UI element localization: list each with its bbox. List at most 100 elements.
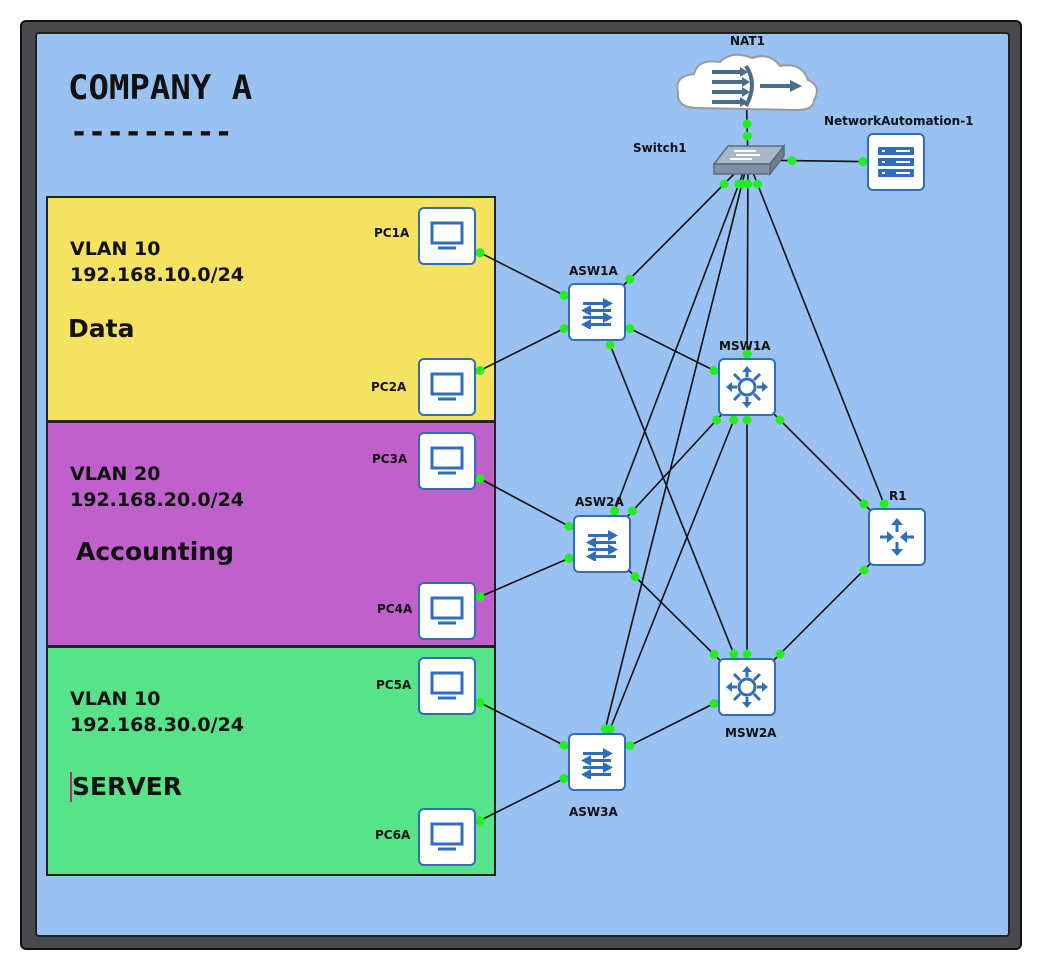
link-status-dot xyxy=(742,415,752,425)
pc2a-node[interactable] xyxy=(418,358,476,416)
pc1a-node[interactable] xyxy=(418,207,476,265)
link-status-dot xyxy=(742,349,752,359)
link-status-dot xyxy=(775,649,785,659)
vlan-subnet: 192.168.30.0/24 xyxy=(70,714,245,736)
computer-icon xyxy=(430,671,464,700)
link-status-dot xyxy=(858,157,868,167)
text-cursor xyxy=(70,772,72,802)
link-status-dot xyxy=(742,649,752,659)
link-status-dot xyxy=(559,290,569,300)
asw2a-node[interactable] xyxy=(573,515,631,573)
ethernet-switch-icon xyxy=(712,143,786,177)
pc3a-label: PC3A xyxy=(372,452,408,466)
vlan-name: Data xyxy=(68,314,135,343)
link-asw1a-msw2a[interactable] xyxy=(596,311,748,688)
link-status-dot xyxy=(742,119,752,129)
link-status-dot xyxy=(559,740,569,750)
link-asw3a-msw1a[interactable] xyxy=(596,386,748,763)
network-automation-label: NetworkAutomation-1 xyxy=(824,114,974,128)
r1-label: R1 xyxy=(889,489,907,503)
msw1a-label: MSW1A xyxy=(719,339,771,353)
link-status-dot xyxy=(559,324,569,333)
multilayer-switch-icon xyxy=(726,366,768,408)
nat1-label: NAT1 xyxy=(730,34,765,48)
link-status-dot xyxy=(709,649,719,659)
link-status-dot xyxy=(475,366,485,375)
nat1-node[interactable] xyxy=(668,50,824,120)
vlan-name: SERVER xyxy=(72,772,183,801)
link-status-dot xyxy=(859,565,869,575)
link-status-dot xyxy=(625,274,635,284)
link-status-dot xyxy=(630,572,640,582)
server-icon xyxy=(878,147,914,177)
title-underline: --------- xyxy=(70,115,233,150)
network-automation-node[interactable] xyxy=(867,133,925,191)
link-switch1-msw1a[interactable] xyxy=(746,159,749,388)
link-status-dot xyxy=(475,816,485,825)
link-status-dot xyxy=(475,474,485,484)
access-switch-icon xyxy=(586,530,618,561)
link-status-dot xyxy=(879,499,889,509)
computer-icon xyxy=(430,372,464,401)
vlan-id: VLAN 10 xyxy=(70,688,161,710)
link-status-dot xyxy=(743,179,753,189)
pc1a-label: PC1A xyxy=(374,226,410,240)
asw3a-label: ASW3A xyxy=(569,805,618,819)
link-status-dot xyxy=(627,506,637,516)
vlan-name: Accounting xyxy=(76,537,234,566)
link-status-dot xyxy=(709,699,719,708)
link-status-dot xyxy=(775,415,785,425)
link-status-dot xyxy=(787,156,797,166)
r1-node[interactable] xyxy=(868,508,926,566)
asw2a-label: ASW2A xyxy=(575,495,624,509)
asw3a-node[interactable] xyxy=(568,733,626,791)
link-status-dot xyxy=(475,248,485,258)
computer-icon xyxy=(430,822,464,851)
link-status-dot xyxy=(610,506,620,516)
link-status-dot xyxy=(605,340,615,350)
switch1-node[interactable] xyxy=(708,140,788,180)
pc4a-label: PC4A xyxy=(377,602,413,616)
msw2a-label: MSW2A xyxy=(725,726,777,740)
pc6a-node[interactable] xyxy=(418,808,476,866)
access-switch-icon xyxy=(581,298,613,329)
asw1a-node[interactable] xyxy=(568,283,626,341)
link-status-dot xyxy=(564,521,574,531)
pc5a-node[interactable] xyxy=(418,657,476,715)
pc4a-node[interactable] xyxy=(418,582,476,640)
vlan-id: VLAN 20 xyxy=(70,463,161,485)
link-status-dot xyxy=(625,324,635,333)
link-status-dot xyxy=(719,179,729,189)
access-switch-icon xyxy=(581,748,613,779)
vlan-subnet: 192.168.20.0/24 xyxy=(70,489,245,511)
vlan-subnet: 192.168.10.0/24 xyxy=(70,264,245,286)
computer-icon xyxy=(430,446,464,475)
computer-icon xyxy=(430,596,464,625)
router-icon xyxy=(880,518,914,556)
vlan-id: VLAN 10 xyxy=(70,238,161,260)
pc6a-label: PC6A xyxy=(375,828,411,842)
computer-icon xyxy=(430,221,464,250)
link-status-dot xyxy=(742,131,752,141)
link-switch1-r1[interactable] xyxy=(747,159,898,538)
company-title: COMPANY A xyxy=(68,68,253,108)
link-status-dot xyxy=(564,553,574,563)
link-switch1-asw3a[interactable] xyxy=(596,159,749,763)
link-status-dot xyxy=(729,649,739,659)
msw2a-node[interactable] xyxy=(718,658,776,716)
link-status-dot xyxy=(709,366,719,375)
link-status-dot xyxy=(712,415,722,425)
multilayer-switch-icon xyxy=(726,666,768,708)
link-switch1-asw2a[interactable] xyxy=(601,159,749,545)
link-status-dot xyxy=(475,698,485,708)
cloud-nat-icon xyxy=(676,53,818,112)
pc5a-label: PC5A xyxy=(376,678,412,692)
asw1a-label: ASW1A xyxy=(569,264,618,278)
link-status-dot xyxy=(559,774,569,783)
msw1a-node[interactable] xyxy=(718,358,776,416)
link-status-dot xyxy=(475,592,485,602)
link-status-dot xyxy=(752,179,762,189)
link-status-dot xyxy=(625,741,635,750)
pc3a-node[interactable] xyxy=(418,432,476,490)
link-status-dot xyxy=(859,499,869,509)
